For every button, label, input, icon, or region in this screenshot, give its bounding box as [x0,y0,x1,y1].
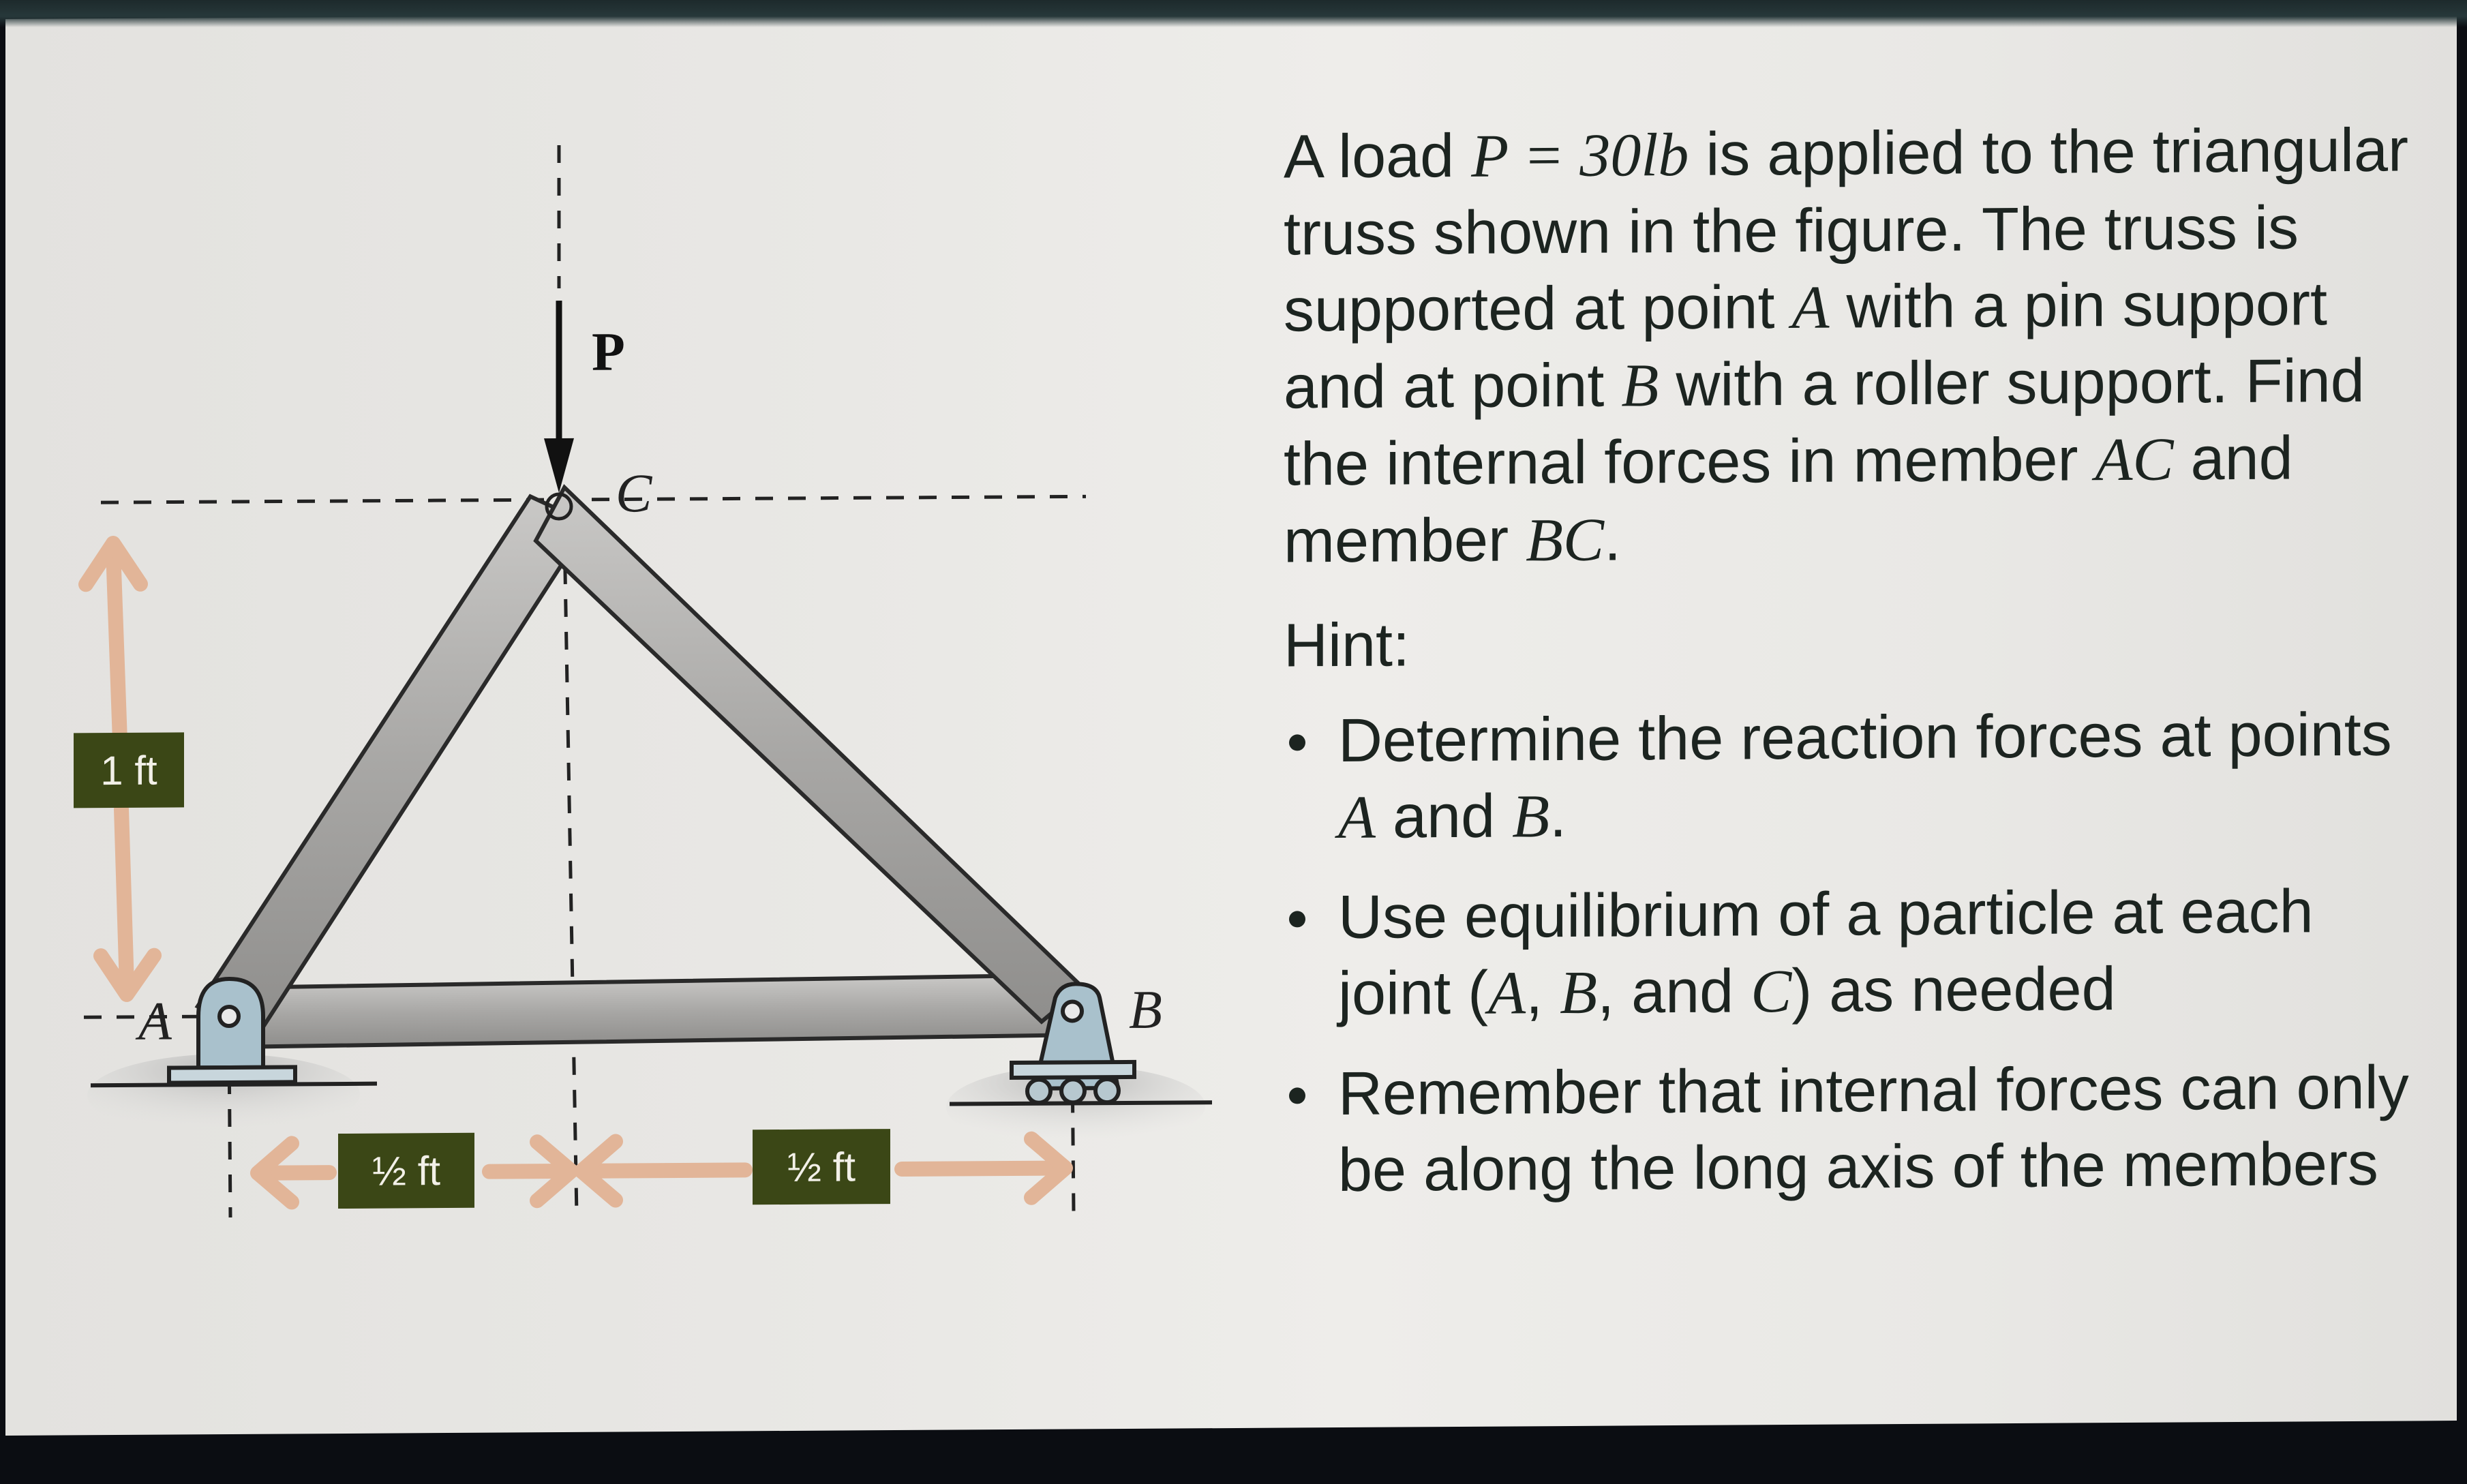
text-run: . [1604,505,1622,574]
text-run: , and [1597,957,1751,1027]
hint-title: Hint: [1284,611,1410,680]
math-member-bc: BC [1526,506,1605,575]
slide-screen: P C A B 1 ft ½ ft ½ ft A load P = 30lb i… [5,4,2457,1436]
math-point-a: A [1791,273,1830,342]
monitor-bezel-top [0,0,2467,27]
truss-figure: P C A B 1 ft ½ ft ½ ft [5,12,1232,1382]
text-run: and [1375,782,1513,851]
member-bc [533,484,1086,1025]
math-point-b: B [1512,783,1550,851]
truss-members [194,484,1086,1050]
text-run: ) as needed [1791,955,2116,1025]
right-span-arrow-right [894,1160,1066,1177]
pin-support-a [91,976,377,1088]
a-vertical-line [227,1043,232,1218]
math-member-ac: AC [2095,425,2174,494]
height-dimension-label: 1 ft [74,732,184,808]
load-equation: P = 30lb [1471,121,1689,190]
left-span-arrow-right [482,1163,572,1179]
problem-text-panel: A load P = 30lb is applied to the triang… [1284,112,2442,1232]
truss-diagram: P C A B [78,145,1212,1218]
text-run: , [1526,958,1560,1027]
hint-item-equilibrium: Use equilibrium of a particle at each jo… [1284,873,2442,1033]
load-arrow-p [544,301,574,494]
math-point-c: C [1751,957,1792,1026]
joint-c-pin [545,492,573,521]
centerline-c [562,533,579,1215]
a-reference-line [84,1014,210,1019]
dimension-arrows [78,536,1073,1210]
problem-statement: A load P = 30lb is applied to the triang… [1284,112,2442,580]
hint-item-axial-forces: Remember that internal forces can only b… [1284,1049,2442,1209]
member-ac [194,494,592,1036]
member-ab [228,973,1063,1050]
math-point-a: A [1488,959,1526,1027]
math-point-a: A [1338,783,1376,852]
left-span-arrow-left [254,1165,337,1181]
reference-lines [84,145,1086,1218]
ground-hatch-b [946,1065,1205,1148]
b-vertical-line [1070,1062,1076,1213]
height-arrow-upper [106,543,127,748]
height-arrow-lower [114,801,134,994]
point-label-a: A [135,992,172,1052]
text-run: Determine the reaction forces at points [1338,700,2392,776]
load-label-p: P [592,322,625,382]
text-run: . [1549,782,1567,851]
right-span-dimension-label: ½ ft [753,1129,890,1205]
top-reference-line [101,494,1086,504]
hint-item-reactions: Determine the reaction forces at points … [1284,696,2442,856]
math-point-b: B [1621,352,1659,420]
point-label-b: B [1129,980,1162,1040]
text-run: A load [1284,121,1472,192]
math-point-b: B [1560,958,1598,1027]
left-span-dimension-label: ½ ft [338,1132,474,1209]
hint-list: Determine the reaction forces at points … [1284,696,2442,1209]
roller-support-b [950,982,1212,1106]
point-label-c: C [616,464,653,524]
